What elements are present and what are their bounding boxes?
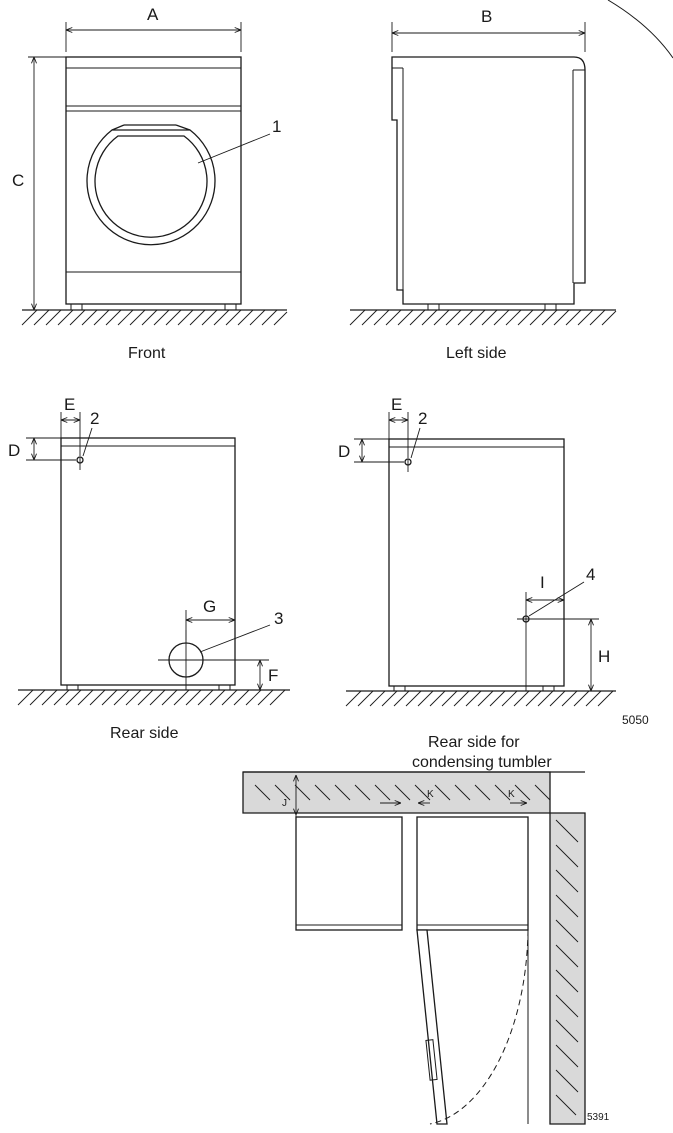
dim-label-a: A [147, 5, 159, 24]
floor-hatching-condensing [345, 690, 614, 707]
appliance-right [416, 816, 529, 931]
dim-label-e-condensing: E [391, 395, 402, 414]
door-swing-arc [429, 929, 529, 1125]
wall [242, 771, 586, 1125]
callout-2-rear: 2 [90, 409, 99, 428]
caption-rear-condensing-2: condensing tumbler [412, 754, 552, 771]
figure-code-bottom: 5391 [587, 1112, 610, 1123]
callout-1: 1 [272, 117, 281, 136]
dim-label-e-rear: E [64, 395, 75, 414]
dim-label-b: B [481, 7, 492, 26]
dim-label-k-wall: K [508, 789, 515, 800]
figure-code-top: 5050 [622, 713, 649, 727]
floor-hatching-front [21, 309, 288, 326]
dim-label-f: F [268, 666, 278, 685]
side-cabinet [391, 56, 586, 305]
caption-rear-side: Rear side [110, 725, 179, 742]
open-door [416, 929, 448, 1125]
dim-label-c: C [12, 171, 24, 190]
dim-label-h: H [598, 647, 610, 666]
dim-label-d-condensing: D [338, 442, 350, 461]
door-ring [86, 129, 216, 246]
front-view: 1 A C Front [12, 5, 288, 362]
dim-label-d-rear: D [8, 441, 20, 460]
left-side-view: B Left side [349, 7, 617, 362]
condensing-cabinet [388, 438, 565, 687]
dim-label-j: J [282, 798, 287, 809]
callout-3: 3 [274, 609, 283, 628]
dim-label-k-gap: K [427, 789, 434, 800]
rear-cabinet [60, 437, 236, 686]
wall-hatching [254, 784, 579, 1116]
floor-hatching-rear [17, 689, 286, 706]
rear-condensing-view: 2 E D 4 I H 5050 Rear side for condensin… [338, 395, 649, 771]
caption-rear-condensing-1: Rear side for [428, 734, 520, 751]
rear-side-view: 2 E D 3 G F Rear side [8, 395, 290, 742]
dim-label-g: G [203, 597, 216, 616]
dim-label-i: I [540, 573, 545, 592]
callout-2-condensing: 2 [418, 409, 427, 428]
page-edge-arc [607, 0, 673, 59]
installation-plan: J K K 5391 [242, 771, 610, 1125]
floor-hatching-left [349, 309, 617, 326]
caption-left-side: Left side [446, 345, 507, 362]
caption-front: Front [128, 345, 166, 362]
callout-4: 4 [586, 565, 595, 584]
appliance-left [295, 816, 403, 931]
